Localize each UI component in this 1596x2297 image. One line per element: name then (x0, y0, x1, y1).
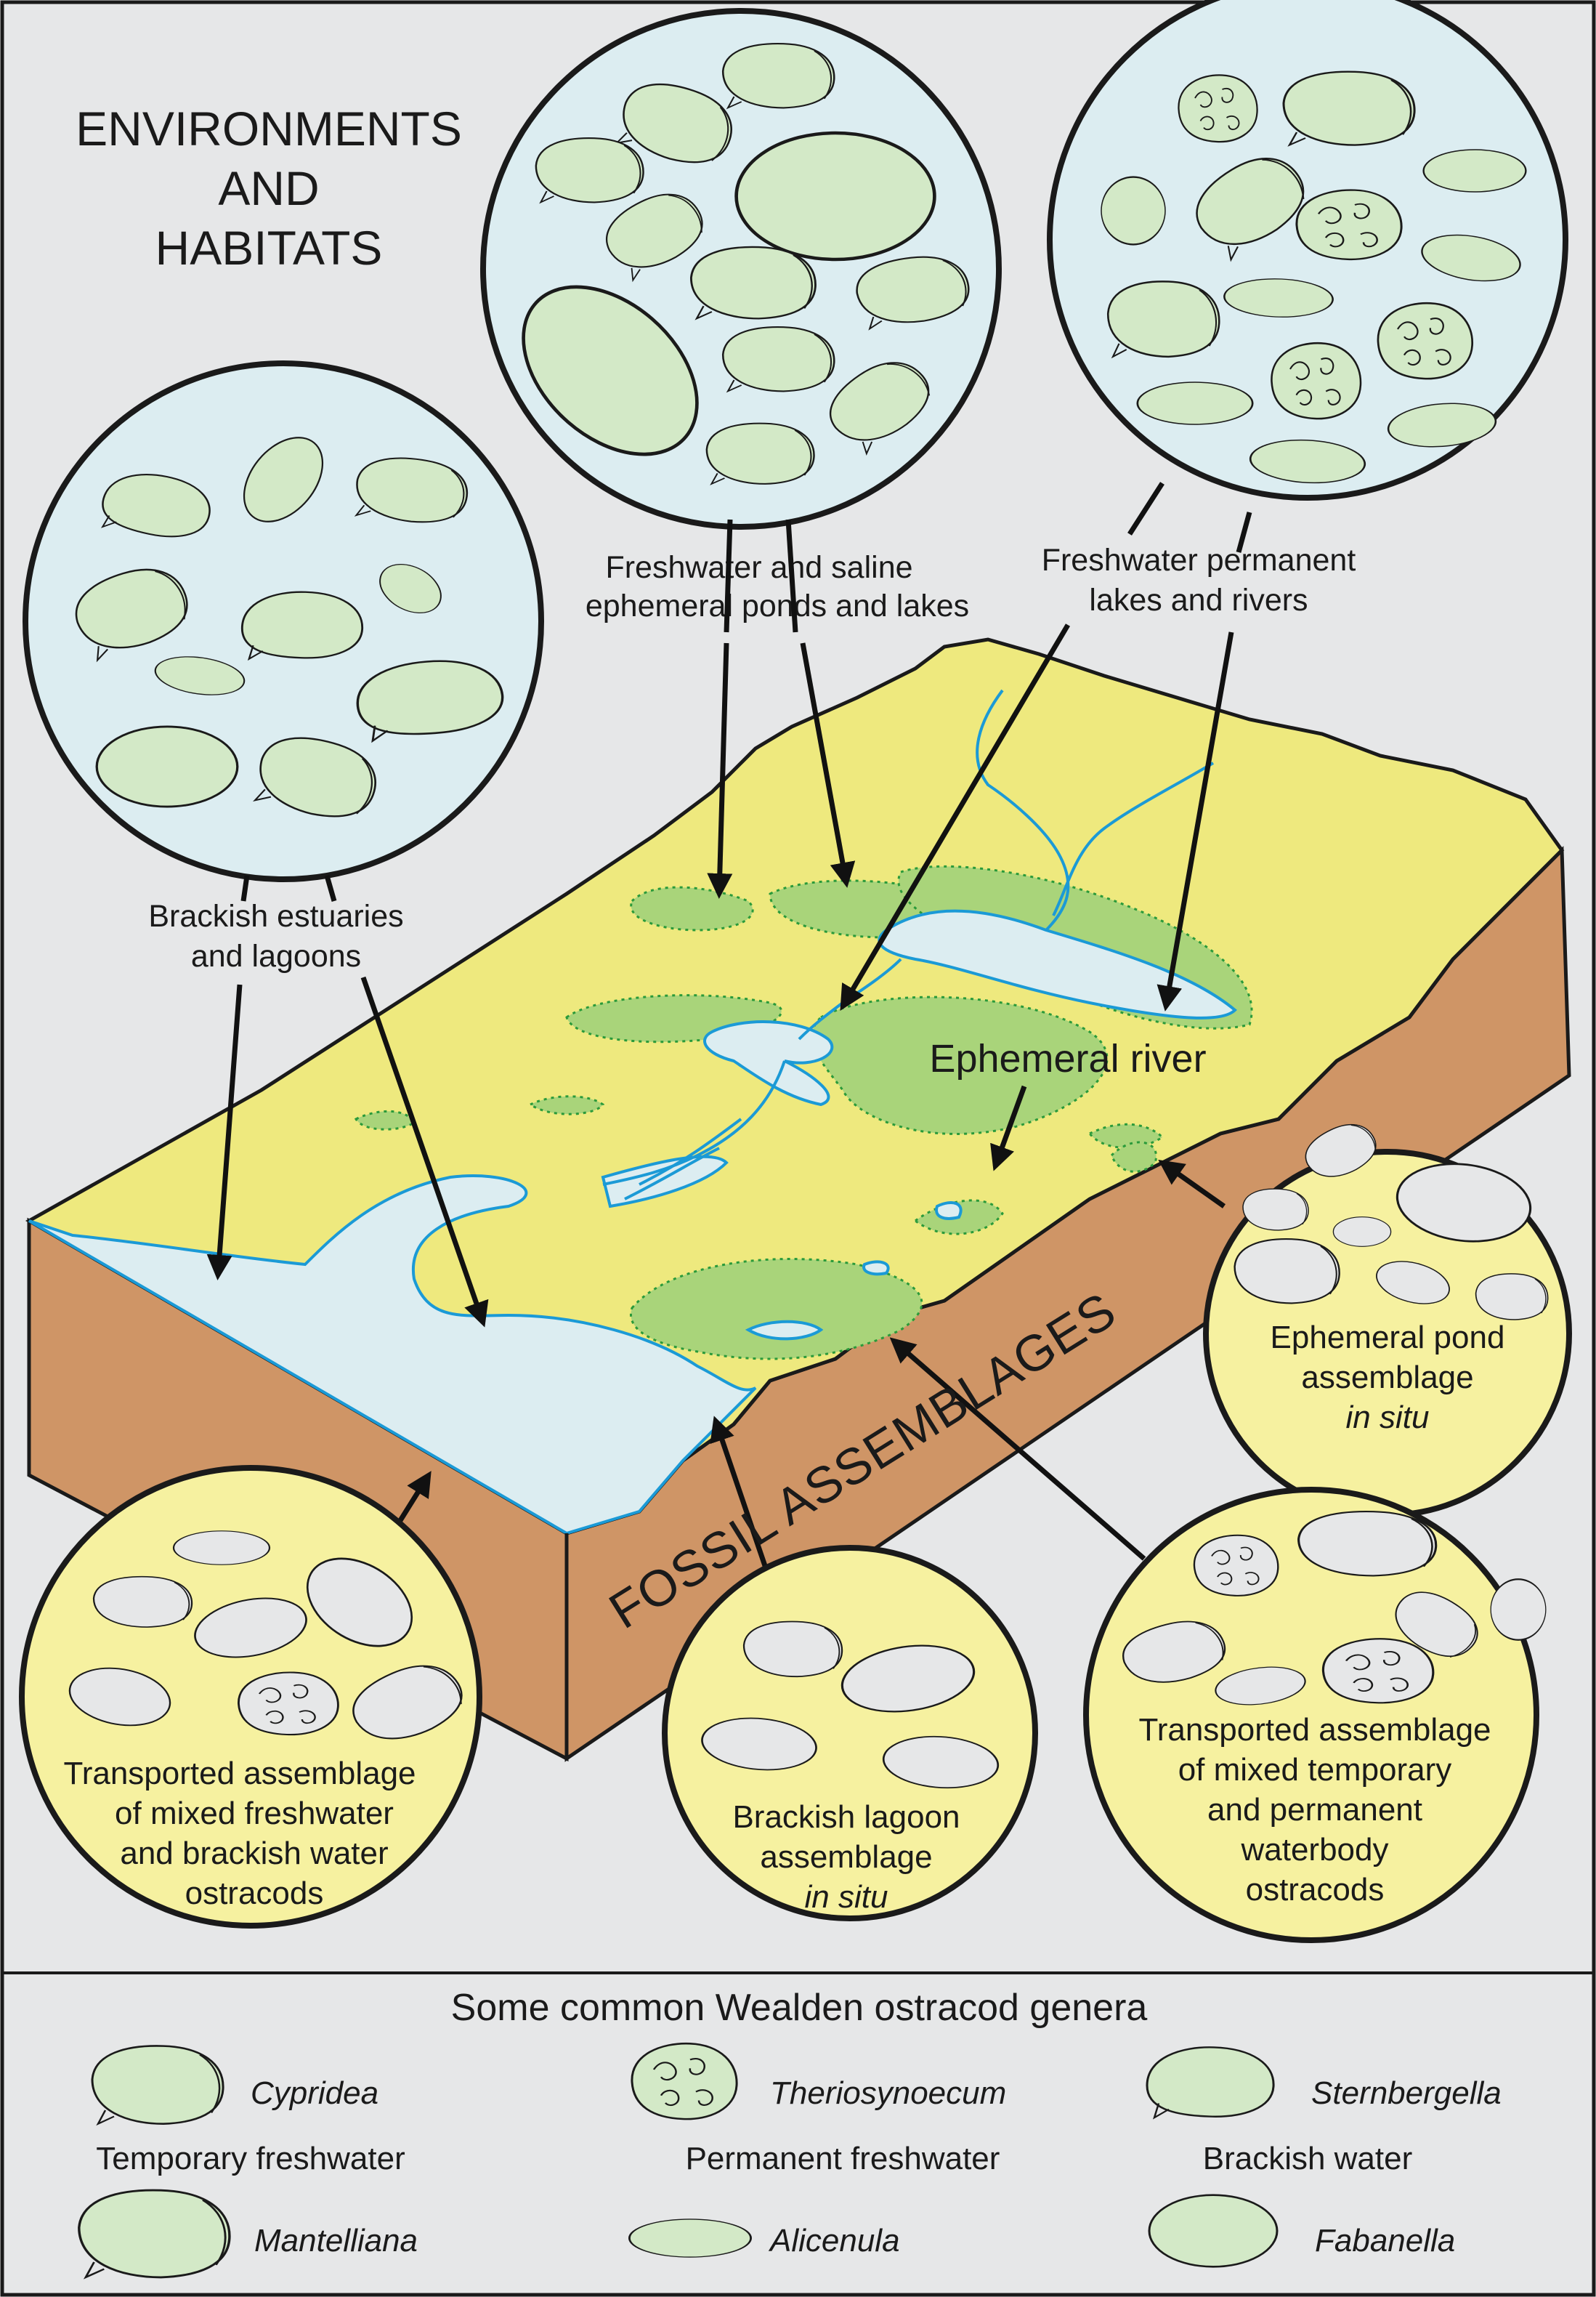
diagram-title: ENVIRONMENTS AND HABITATS (76, 102, 462, 275)
mixed-fresh-caption-line-1: Transported assemblage (63, 1756, 416, 1791)
mixed-fresh-caption-line-2: of mixed freshwater (115, 1796, 394, 1831)
legend-theriosynoecum-icon (631, 2042, 738, 2120)
legend-habitat-permanent: Permanent freshwater (686, 2141, 1000, 2176)
fossil-circle-mixed-temporary: Transported assemblage of mixed temporar… (1083, 1487, 1547, 1943)
legend-genus-alicenula: Alicenula (768, 2223, 900, 2258)
title-line-3: HABITATS (155, 221, 383, 275)
habitat-circle-brackish (23, 360, 544, 882)
lagoon-caption-line-1: Brackish lagoon (732, 1799, 960, 1835)
mixed-temp-caption-line-4: waterbody (1240, 1832, 1388, 1868)
pond-caption-line-1: Ephemeral pond (1271, 1320, 1505, 1355)
pointer-arrows (206, 482, 1252, 1593)
fossil-circle-brackish-lagoon: Brackish lagoon assemblage in situ (662, 1545, 1038, 1921)
fossil-circle-mixed-freshwater: Transported assemblage of mixed freshwat… (19, 1465, 482, 1929)
pond-caption-line-2: assemblage (1301, 1360, 1473, 1395)
legend-sternbergella-icon (1146, 2046, 1275, 2119)
label-brackish-line-2: and lagoons (191, 939, 361, 974)
legend-alicenula-icon (628, 2218, 753, 2258)
label-ponds-line-2: ephemeral ponds and lakes (586, 589, 969, 623)
label-lakes-line-1: Freshwater permanent (1042, 543, 1356, 578)
label-ephemeral-river: Ephemeral river (929, 1037, 1206, 1081)
legend-genus-fabanella: Fabanella (1315, 2223, 1455, 2258)
legend-habitat-brackish: Brackish water (1203, 2141, 1413, 2176)
habitat-circle-ephemeral-ponds (480, 8, 1002, 530)
mixed-fresh-caption-line-3: and brackish water (120, 1836, 388, 1871)
habitat-circle-permanent-lakes (1047, 0, 1568, 501)
legend: Some common Wealden ostracod genera Cypr… (78, 1987, 1502, 2279)
title-line-2: AND (218, 161, 319, 215)
mixed-fresh-caption-line-4: ostracods (185, 1876, 324, 1911)
legend-heading: Some common Wealden ostracod genera (451, 1987, 1148, 2029)
habitat-labels: Freshwater and saline ephemeral ponds an… (148, 543, 1356, 1081)
legend-mantelliana-icon (78, 2189, 231, 2279)
mixed-temp-caption-line-1: Transported assemblage (1138, 1712, 1491, 1748)
legend-genus-theriosynoecum: Theriosynoecum (770, 2075, 1006, 2111)
legend-genus-cypridea: Cypridea (251, 2075, 378, 2111)
label-brackish-line-1: Brackish estuaries (148, 899, 403, 934)
legend-habitat-temporary: Temporary freshwater (96, 2141, 405, 2176)
legend-fabanella-icon (1148, 2194, 1279, 2268)
mixed-temp-caption-line-5: ostracods (1246, 1872, 1385, 1908)
label-lakes-line-2: lakes and rivers (1089, 583, 1308, 618)
pond-caption-line-3: in situ (1346, 1400, 1430, 1435)
title-line-1: ENVIRONMENTS (76, 102, 462, 156)
mixed-temp-caption-line-3: and permanent (1207, 1792, 1422, 1828)
lagoon-caption-line-2: assemblage (760, 1839, 932, 1875)
legend-genus-sternbergella: Sternbergella (1311, 2075, 1502, 2111)
label-ponds-line-1: Freshwater and saline (605, 550, 912, 585)
lagoon-caption-line-3: in situ (805, 1879, 888, 1915)
legend-genus-mantelliana: Mantelliana (254, 2223, 418, 2258)
mixed-temp-caption-line-2: of mixed temporary (1178, 1752, 1452, 1788)
legend-cypridea-icon (91, 2044, 224, 2126)
